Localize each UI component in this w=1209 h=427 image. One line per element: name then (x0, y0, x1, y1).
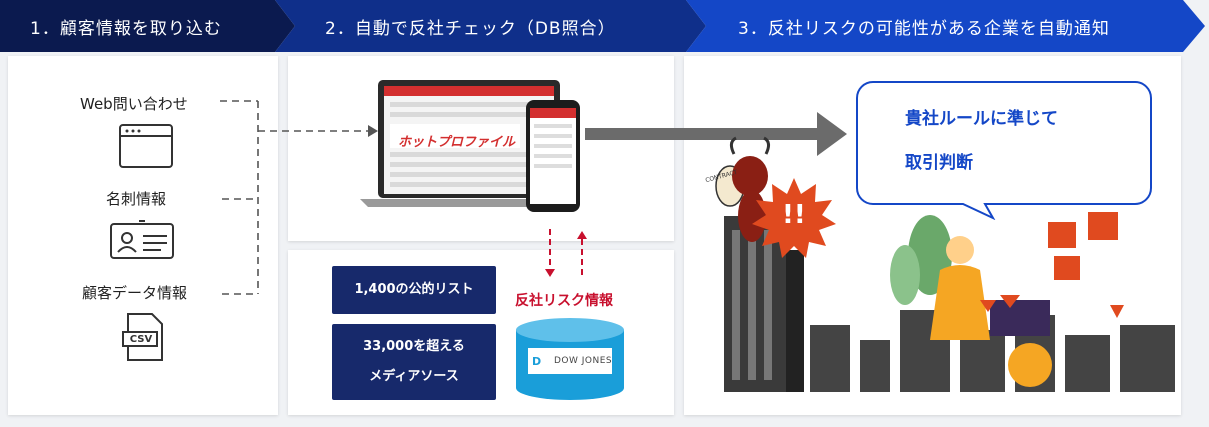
browser-window-icon (119, 124, 173, 168)
input-label-customer: 顧客データ情報 (82, 284, 188, 302)
step-3-title: 3．反社リスクの可能性がある企業を自動通知 (738, 18, 1110, 39)
step-1-title: 1．顧客情報を取り込む (30, 18, 222, 39)
starburst-alert-mark: !! (782, 200, 806, 230)
business-card-icon (110, 220, 174, 259)
dow-jones-badge: D (532, 355, 542, 368)
step-header-bar (0, 0, 1205, 52)
alert-warning-icons (1048, 212, 1118, 280)
step-2-arrow (275, 0, 706, 52)
laptop-phone-illustration (360, 80, 580, 212)
starburst-alert-icon (752, 178, 836, 258)
notification-line-1: 貴社ルールに準じて (905, 109, 1058, 129)
input-label-card: 名刺情報 (106, 190, 167, 208)
input-label-web: Web問い合わせ (80, 95, 188, 113)
step-3-arrow (686, 0, 1205, 52)
step-2-title: 2．自動で反社チェック（DB照合） (325, 18, 616, 39)
csv-file-icon (122, 313, 163, 361)
dow-jones-label: DOW JONES (554, 356, 613, 366)
source-media: 33,000を超えるメディアソース (332, 324, 496, 400)
city-illustration (724, 215, 1175, 392)
database-cylinder-icon (516, 318, 624, 400)
flow-arrow-gray (585, 112, 847, 156)
notification-line-2: 取引判断 (905, 153, 973, 173)
input-connector-lines (220, 100, 378, 295)
db-risk-label: 反社リスク情報 (515, 293, 613, 309)
notification-speech-bubble (856, 81, 1152, 220)
source-public-list: 1,400の公的リスト (332, 266, 496, 314)
csv-icon-text: CSV (129, 334, 153, 345)
step-1-arrow (0, 0, 295, 52)
product-brand-logo: ホットプロファイル (398, 135, 516, 150)
db-sync-arrows (545, 229, 587, 279)
